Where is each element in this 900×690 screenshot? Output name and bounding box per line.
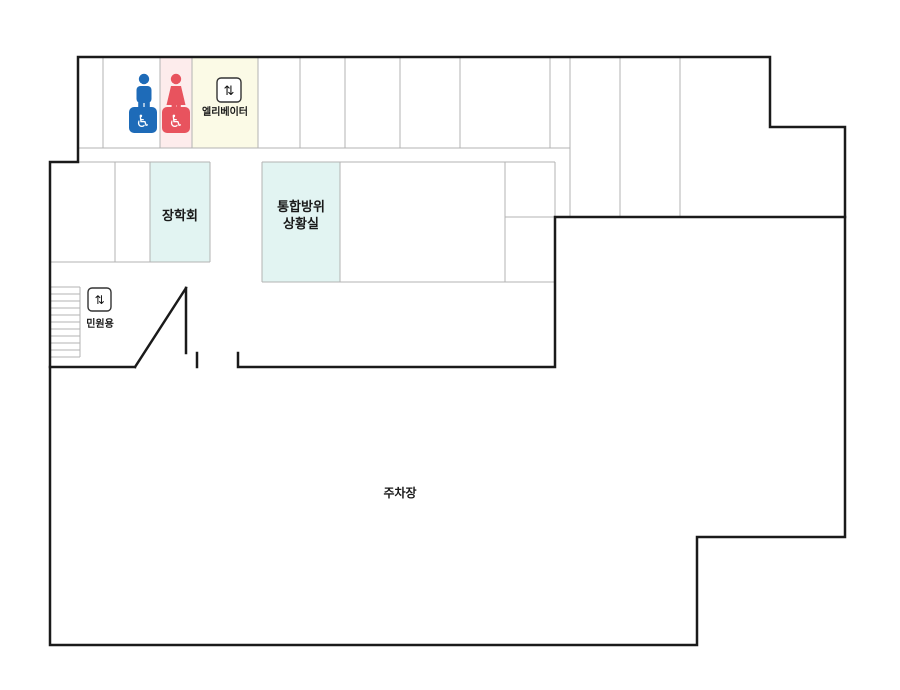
accessible-male-badge [129, 107, 157, 133]
scholarship-room-label: 장학회 [162, 208, 198, 223]
stairs [50, 286, 81, 358]
up-down-arrows-icon: ⇅ [224, 84, 235, 99]
outer-wall [48, 55, 847, 647]
room-row-walls [50, 161, 556, 283]
elevator-label: 엘리베이터 [202, 107, 248, 118]
elevator-icon: ⇅ [216, 77, 242, 103]
accessible-restroom-male-icon: ♿ [129, 107, 157, 133]
scholarship-room-area [150, 162, 210, 262]
parking-label: 주차장 [383, 486, 417, 500]
top-strip-walls [78, 57, 681, 218]
interior-thick-walls [48, 215, 847, 369]
civil-elevator-icon: ⇅ [87, 287, 112, 312]
wheelchair-icon: ♿ [135, 112, 150, 132]
civil-elevator-icon-frame [87, 287, 112, 312]
accessible-female-badge [162, 107, 190, 133]
defense-room-label: 통합방위 상황실 [262, 198, 340, 232]
defense-room-area [262, 162, 340, 282]
wheelchair-icon: ♿ [168, 112, 183, 132]
accessible-restroom-female-icon: ♿ [162, 107, 190, 133]
mens-restroom-icon [136, 73, 152, 117]
defense-room-label-line2: 상황실 [283, 216, 319, 231]
thick-walls [48, 55, 847, 647]
up-down-arrows-icon: ⇅ [94, 293, 104, 307]
interior-thin-walls [50, 57, 681, 358]
defense-room-label-line1: 통합방위 [277, 199, 325, 214]
elevator-icon-frame [216, 77, 242, 103]
civil-elevator-label: 민원용 [86, 319, 114, 330]
